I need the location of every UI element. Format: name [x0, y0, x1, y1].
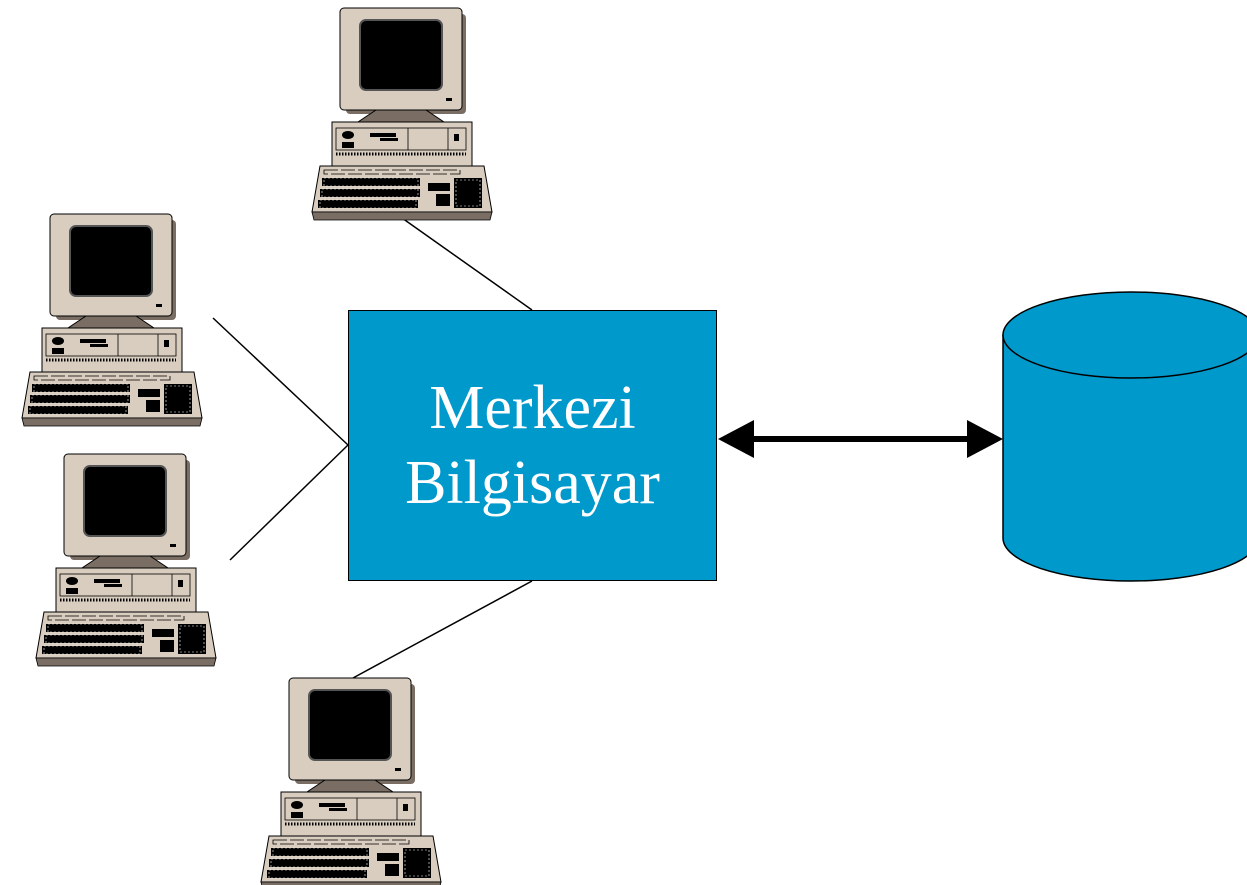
desktop-computer-icon [310, 6, 494, 222]
link-top [401, 217, 533, 311]
central-computer-box: Merkezi Bilgisayar [348, 310, 717, 581]
terminal-lower-left [34, 452, 218, 668]
desktop-computer-icon [34, 452, 218, 668]
double-arrow-icon [718, 420, 1003, 458]
terminal-top [310, 6, 494, 222]
terminal-bottom [259, 676, 443, 885]
central-label-line1: Merkezi [429, 374, 636, 443]
link-lower-left [229, 444, 349, 561]
central-label-line2: Bilgisayar [405, 448, 660, 517]
database-cylinder-icon [1002, 291, 1247, 582]
desktop-computer-icon [259, 676, 443, 885]
link-upper-left [212, 317, 349, 446]
link-bottom [352, 580, 533, 679]
terminal-upper-left [20, 212, 204, 428]
desktop-computer-icon [20, 212, 204, 428]
